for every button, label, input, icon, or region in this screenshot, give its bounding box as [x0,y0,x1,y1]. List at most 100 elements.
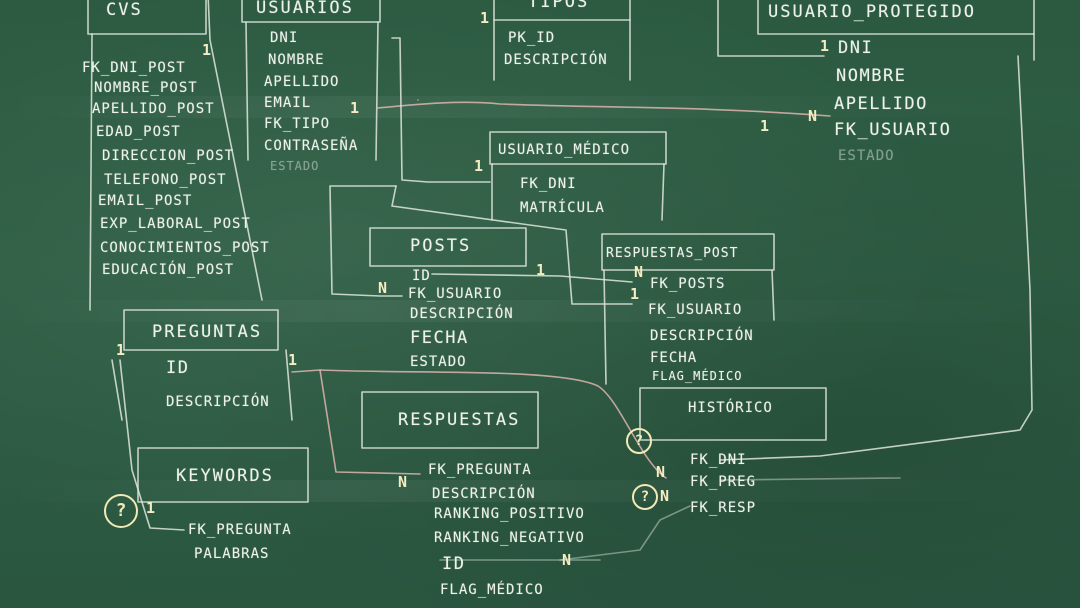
posts-title: POSTS [410,236,472,256]
respuestas-post-title: RESPUESTAS_POST [606,246,739,261]
cvs-title: CVS [106,0,143,20]
usuarios-title: USUARIOS [256,0,354,18]
usuarios-faded-field: ESTADO [270,159,320,173]
respuestas-post-field: FK_POSTS [650,276,726,292]
cvs-title-box [87,0,207,35]
preguntas-title: PREGUNTAS [152,322,263,342]
posts-field: FECHA [410,328,469,348]
tipos-title-box [493,0,631,21]
usuario-protegido-title: USUARIO_PROTEGIDO [768,2,976,22]
posts-field: DESCRIPCIÓN [410,306,514,322]
respuestas-field: RANKING_NEGATIVO [434,530,585,546]
usuarios-to-usuario-medico-relation [391,37,491,183]
cardinality-one: 1 [760,117,770,135]
respuestas-post-field: FLAG_MÉDICO [652,369,743,383]
cardinality-one: 1 [350,99,360,117]
respuestas-field: FLAG_MÉDICO [440,582,544,598]
respuestas-post-title-box [601,233,775,271]
eraser-smudge [0,300,1080,322]
respuestas-post-field: FK_USUARIO [648,302,743,318]
respuestas-post-borders [603,269,775,385]
cardinality-one: 1 [820,37,830,55]
respuestas-field: DESCRIPCIÓN [432,486,536,502]
cardinality-one: 1 [116,341,126,359]
question-mark-icon: ? [626,428,652,454]
respuestas-to-historico-relation [559,505,691,561]
tipos-borders [493,19,631,81]
tipos-field: PK_ID [508,30,556,46]
usuarios-to-respuestas-post-relation [391,185,633,305]
cardinality-one: 1 [536,261,546,279]
keywords-title: KEYWORDS [176,466,274,486]
preguntas-to-respuestas-relation [291,369,421,475]
posts-to-respuestas-post-relation [431,273,633,283]
cvs-field: NOMBRE_POST [94,80,198,96]
usuarios-field: APELLIDO [264,74,340,90]
usuarios-to-usuario-protegido-relation [377,101,831,117]
posts-field: ID [412,268,431,284]
cvs-field: EMAIL_POST [98,193,193,209]
cardinality-many: N [378,279,388,297]
respuestas-post-field: DESCRIPCIÓN [650,328,754,344]
preguntas-field: ID [166,358,190,378]
usuario-protegido-field: DNI [838,38,874,58]
question-mark-icon: ? [632,484,658,510]
historico-title-box [639,387,827,441]
eraser-smudge [0,480,1080,502]
historico-field: FK_DNI [690,452,747,468]
usuarios-left-border [245,21,249,161]
historico-title: HISTÓRICO [688,400,773,416]
usuario-protegido-faded-field: ESTADO [838,148,895,164]
posts-field: FK_USUARIO [408,286,503,302]
respuestas-title-box [361,391,539,449]
preguntas-title-box [123,309,279,351]
cvs-field: EDUCACIÓN_POST [102,262,235,278]
cvs-field: FK_DNI_POST [82,60,186,76]
usuarios-field: EMAIL [264,95,312,111]
usuario-medico-field: MATRÍCULA [520,200,605,216]
respuestas-title: RESPUESTAS [398,410,521,430]
cardinality-one: 1 [288,351,298,369]
eraser-smudge [0,96,1080,118]
cvs-field: EXP_LABORAL_POST [100,216,251,232]
cvs-field: TELEFONO_POST [104,172,227,188]
usuarios-field: DNI [270,30,299,46]
usuarios-to-posts-relation [329,185,403,297]
usuarios-field: FK_TIPO [264,116,331,132]
cardinality-many: N [398,473,408,491]
historico-field: FK_RESP [690,500,757,516]
cardinality-many: N [562,551,572,569]
tipos-title: TIPOS [528,0,590,12]
historico-field: FK_PREG [690,474,757,490]
usuarios-field: NOMBRE [268,52,325,68]
cardinality-one: 1 [202,41,212,59]
cvs-field: EDAD_POST [96,124,181,140]
posts-title-box [369,227,527,267]
keywords-field: PALABRAS [194,546,270,562]
preguntas-borders [111,349,293,421]
respuestas-field: FK_PREGUNTA [428,462,532,478]
cardinality-many: N [808,107,818,125]
usuario-protegido-left-bracket [717,0,825,57]
cardinality-one: 1 [146,499,156,517]
question-mark-icon: ? [104,494,138,528]
usuario-medico-field: FK_DNI [520,176,577,192]
posts-field: ESTADO [410,354,467,370]
cardinality-many: N [634,263,644,281]
respuestas-post-field: FECHA [650,350,698,366]
usuario-protegido-field: APELLIDO [834,94,928,114]
usuario-medico-title-box [489,131,667,165]
cardinality-one: 1 [480,9,490,27]
preguntas-field: DESCRIPCIÓN [166,394,270,410]
cardinality-many: N [656,463,666,481]
tipos-field: DESCRIPCIÓN [504,52,608,68]
usuarios-title-box [241,0,381,23]
usuario-protegido-to-historico-relation [719,55,1033,461]
usuario-protegido-field: FK_USUARIO [834,120,952,140]
usuario-protegido-title-box [757,0,1035,35]
cvs-field: APELLIDO_POST [92,101,215,117]
cvs-right-border [207,0,263,301]
cvs-field: CONOCIMIENTOS_POST [100,240,270,256]
cardinality-many: N [660,487,670,505]
